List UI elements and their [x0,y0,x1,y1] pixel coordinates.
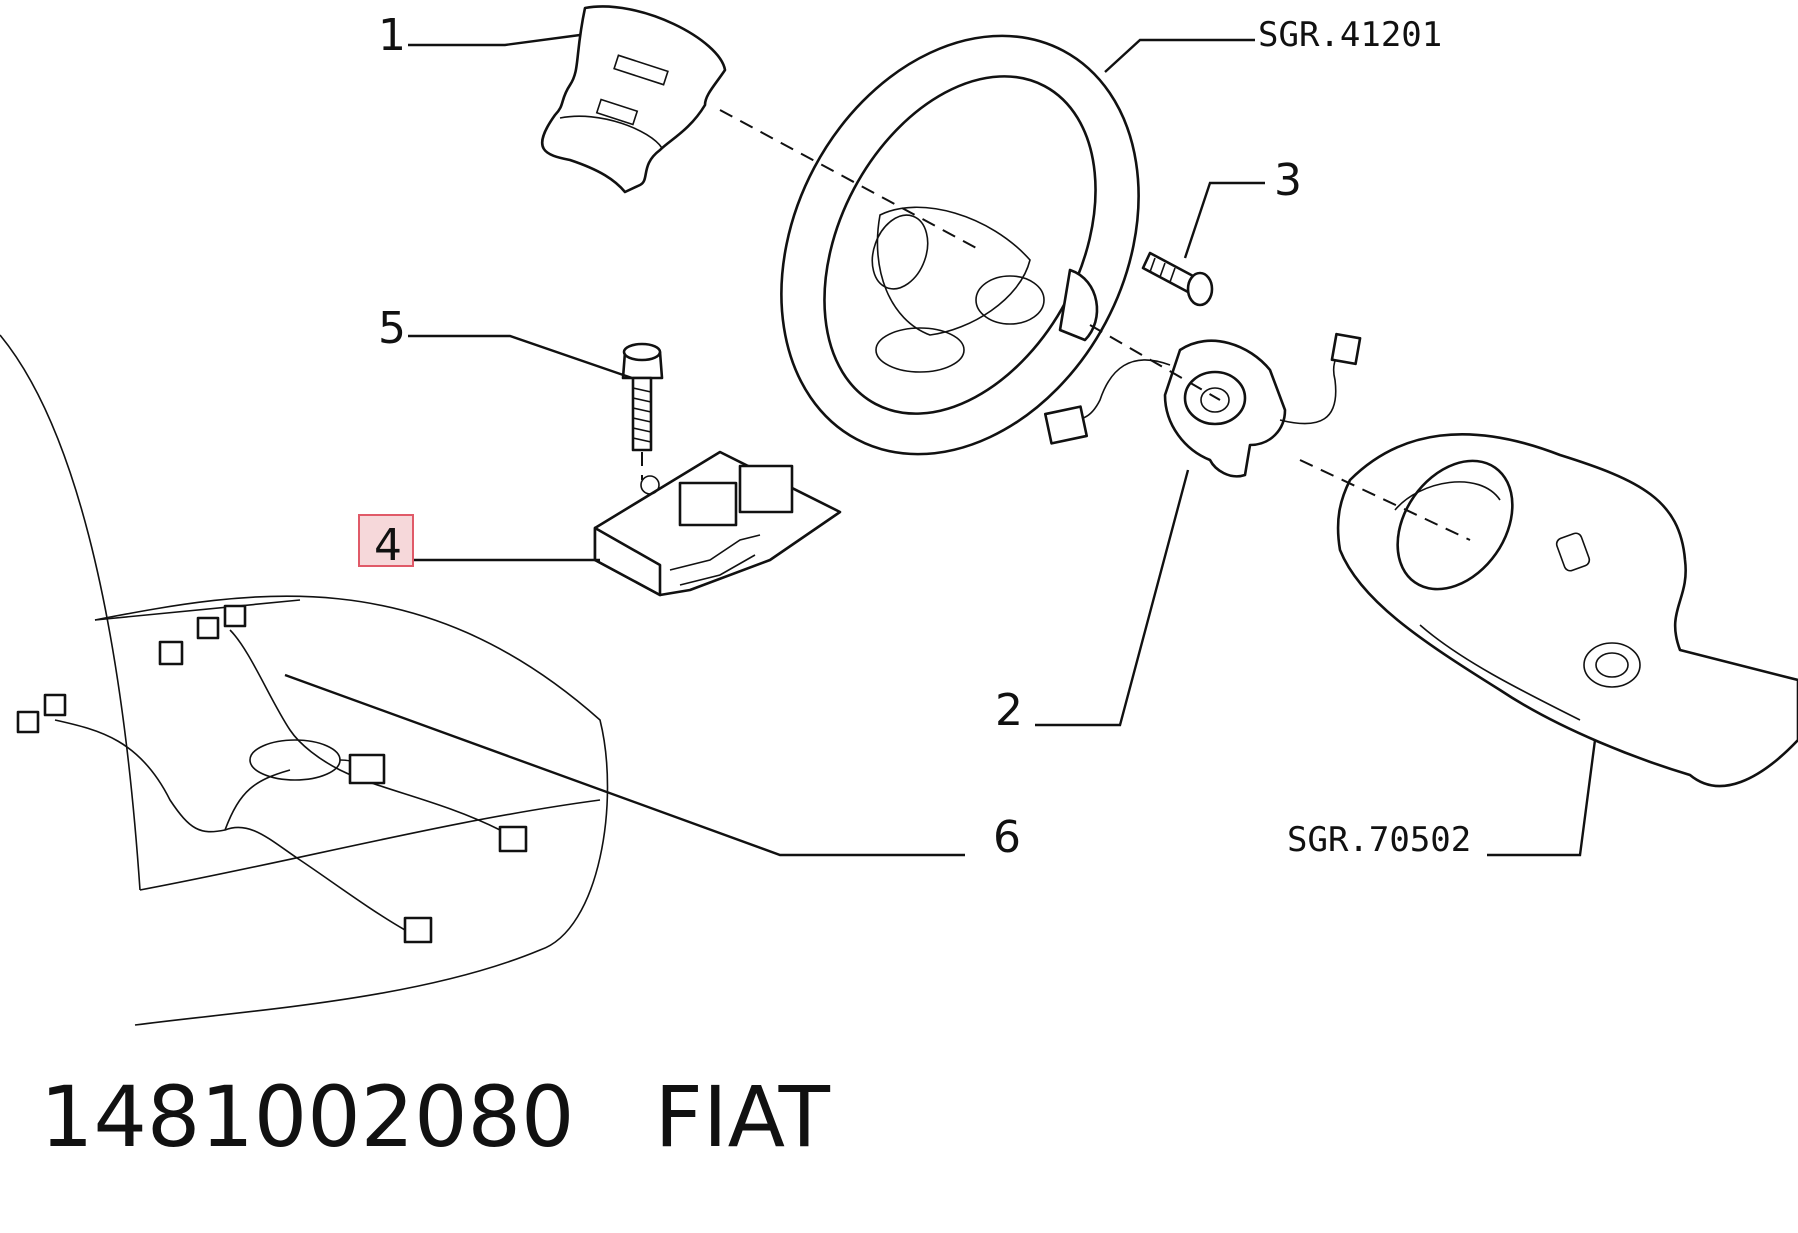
callout-2[interactable]: 2 [995,685,1023,736]
screw-5-drawing [621,342,664,480]
bolt-3-drawing [1141,251,1214,307]
dashboard-outline [0,334,609,1026]
caption: 1481002080 FIAT [40,1068,830,1166]
callout-4-highlight [358,514,414,567]
ref-steering-wheel[interactable]: SGR.41201 [1258,15,1442,55]
clock-spring-drawing [1043,332,1362,478]
ref-column-cover[interactable]: SGR.70502 [1287,820,1471,860]
steering-wheel-drawing [780,34,1140,456]
callout-3[interactable]: 3 [1274,155,1302,206]
column-cover-drawing [1336,433,1798,788]
callout-5[interactable]: 5 [378,303,406,354]
part-number: 1481002080 [40,1068,575,1166]
callout-4[interactable]: 4 [374,520,402,571]
callout-1[interactable]: 1 [378,10,406,61]
callout-6[interactable]: 6 [993,812,1021,863]
brand-name: FIAT [654,1068,830,1166]
wiring-harness-drawing [16,604,528,944]
leader-lines [284,33,1597,857]
control-unit-drawing [593,450,842,597]
assembly-axes [719,109,1471,541]
airbag-module-drawing [540,5,727,194]
